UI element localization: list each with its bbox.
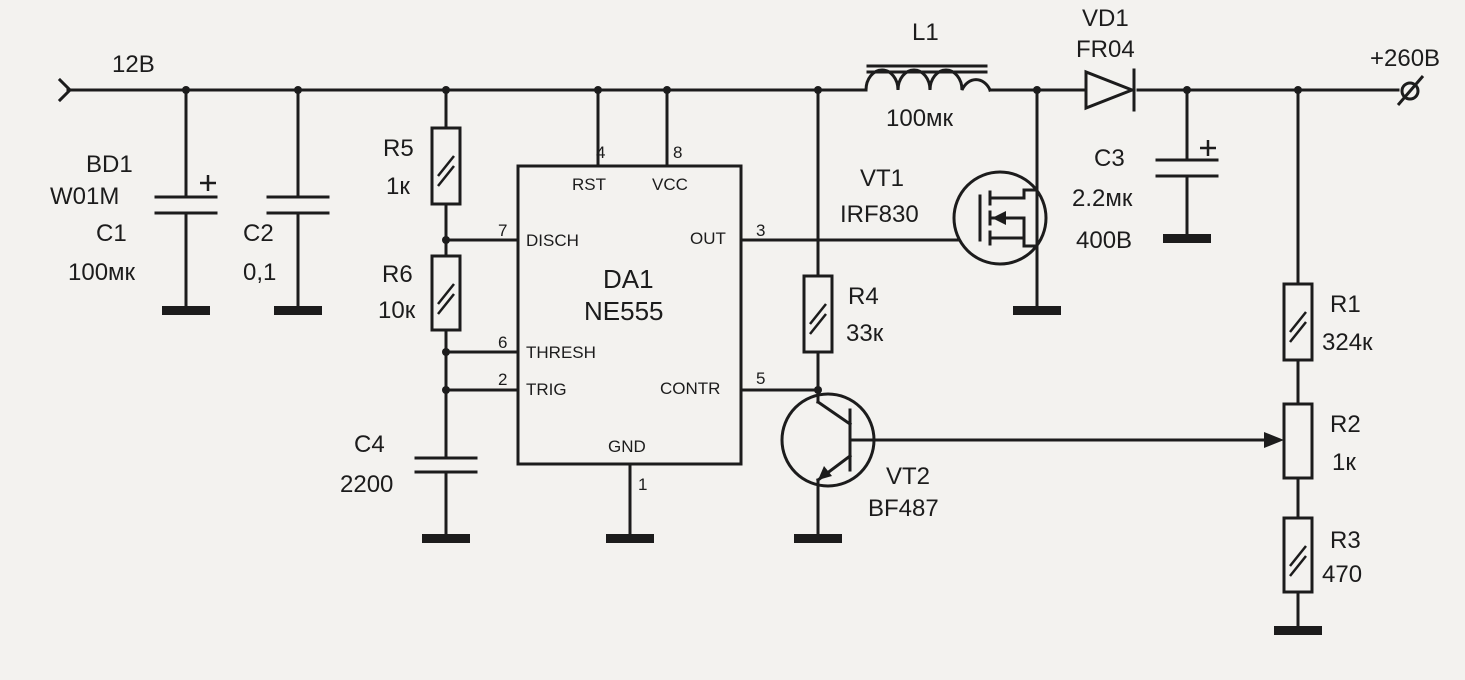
l1-value: 100мк	[886, 105, 954, 132]
r3-value: 470	[1322, 561, 1362, 588]
pin-number-contr: 5	[756, 369, 765, 388]
pin-number-disch: 7	[498, 221, 507, 240]
c1-value: 100мк	[68, 259, 136, 286]
vt1-part: IRF830	[840, 201, 919, 228]
output-terminal	[1396, 75, 1425, 106]
resistor-r6	[430, 254, 462, 460]
potentiometer-r2	[1282, 402, 1314, 520]
c1-ref: C1	[96, 220, 127, 247]
timer-ic-da1	[516, 88, 743, 543]
pin-name-contr: CONTR	[660, 379, 720, 398]
bd1-part: W01M	[50, 183, 119, 210]
pin-name-thresh: THRESH	[526, 343, 596, 362]
ground-symbol	[162, 306, 210, 315]
bd1-ref: BD1	[86, 151, 133, 178]
transistor-vt2	[780, 392, 876, 543]
da1-part: NE555	[584, 296, 664, 326]
pin-number-out: 3	[756, 221, 765, 240]
capacitor-c4	[414, 456, 478, 543]
ground-symbol	[794, 534, 842, 543]
pin-number-thresh: 6	[498, 333, 507, 352]
l1-ref: L1	[912, 19, 939, 46]
ground-symbol	[1274, 626, 1322, 635]
resistor-r4	[802, 88, 834, 404]
c3-voltage: 400В	[1076, 227, 1132, 254]
r1-value: 324к	[1322, 329, 1373, 356]
r5-value: 1к	[386, 173, 410, 200]
vd1-ref: VD1	[1082, 5, 1129, 32]
ground-symbol	[274, 306, 322, 315]
vt2-ref: VT2	[886, 463, 930, 490]
r2-ref: R2	[1330, 411, 1361, 438]
pin-name-rst: RST	[572, 175, 606, 194]
pin-name-disch: DISCH	[526, 231, 579, 250]
da1-ref: DA1	[603, 264, 654, 294]
r1-ref: R1	[1330, 291, 1361, 318]
ground-symbol	[1013, 306, 1061, 315]
r4-value: 33к	[846, 320, 884, 347]
r5-ref: R5	[383, 135, 414, 162]
resistor-r3	[1274, 516, 1322, 635]
diode-vd1	[1084, 68, 1137, 112]
ground-symbol	[1163, 234, 1211, 243]
pin-name-vcc: VCC	[652, 175, 688, 194]
c2-value: 0,1	[243, 259, 276, 286]
mosfet-vt1	[952, 88, 1061, 315]
pin-name-gnd: GND	[608, 437, 646, 456]
inductor-l1	[858, 64, 992, 92]
vd1-part: FR04	[1076, 36, 1135, 63]
capacitor-c3	[1155, 88, 1219, 243]
r3-ref: R3	[1330, 527, 1361, 554]
c4-ref: C4	[354, 431, 385, 458]
r4-ref: R4	[848, 283, 879, 310]
capacitor-c1	[154, 88, 218, 315]
ground-symbol	[606, 534, 654, 543]
wiper-arrow	[1264, 432, 1284, 448]
pin-number-rst: 4	[596, 143, 605, 162]
vt2-part: BF487	[868, 495, 939, 522]
r6-value: 10к	[378, 297, 416, 324]
output-voltage-label: +260В	[1370, 45, 1440, 72]
c3-value: 2.2мк	[1072, 185, 1133, 212]
c3-ref: C3	[1094, 145, 1125, 172]
pin-number-vcc: 8	[673, 143, 682, 162]
resistor-r1	[1282, 88, 1314, 406]
r6-ref: R6	[382, 261, 413, 288]
pin-name-trig: TRIG	[526, 380, 567, 399]
input-voltage-label: 12В	[112, 51, 155, 78]
resistor-r5	[430, 88, 462, 258]
c4-value: 2200	[340, 471, 393, 498]
pin-name-out: OUT	[690, 229, 726, 248]
vt1-ref: VT1	[860, 165, 904, 192]
r2-value: 1к	[1332, 449, 1356, 476]
capacitor-c2	[266, 88, 330, 315]
ground-symbol	[422, 534, 470, 543]
pin-number-trig: 2	[498, 370, 507, 389]
pin-number-gnd: 1	[638, 475, 647, 494]
c2-ref: C2	[243, 220, 274, 247]
